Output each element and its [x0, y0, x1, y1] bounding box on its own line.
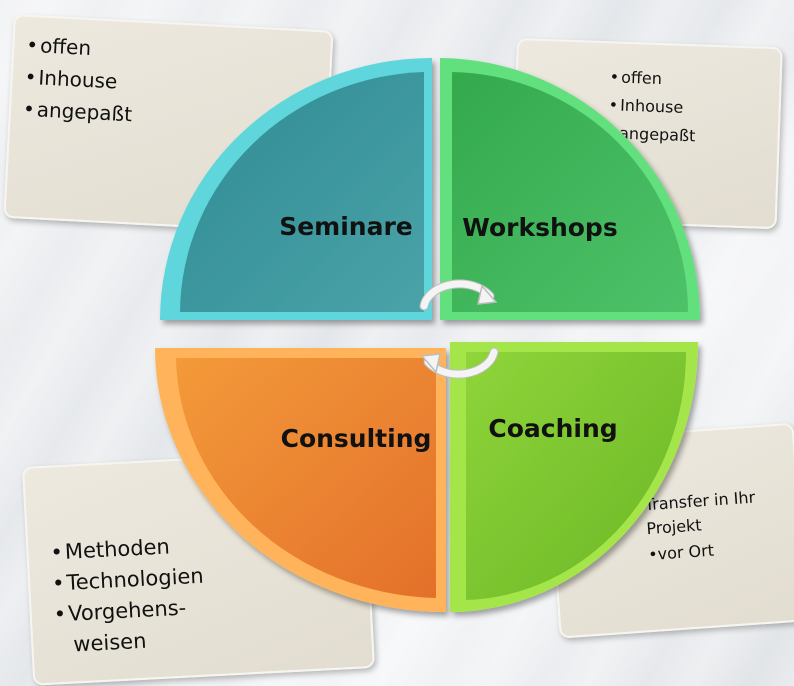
quadrant-label-workshops: Workshops — [462, 213, 617, 242]
quadrant-workshops-face — [452, 72, 688, 312]
cycle-arrows-icon — [419, 279, 499, 379]
quadrant-label-seminare: Seminare — [279, 212, 413, 241]
quadrant-consulting — [155, 348, 446, 613]
quadrant-coaching-face — [466, 352, 687, 600]
quadrant-label-consulting: Consulting — [281, 424, 432, 453]
quadrant-label-coaching: Coaching — [488, 414, 617, 443]
quadrant-workshops — [440, 58, 700, 320]
quadrant-coaching — [450, 342, 698, 612]
quadrant-consulting-face — [176, 358, 436, 598]
quadrant-seminare — [160, 58, 432, 320]
quadrant-seminare-face — [180, 72, 424, 312]
